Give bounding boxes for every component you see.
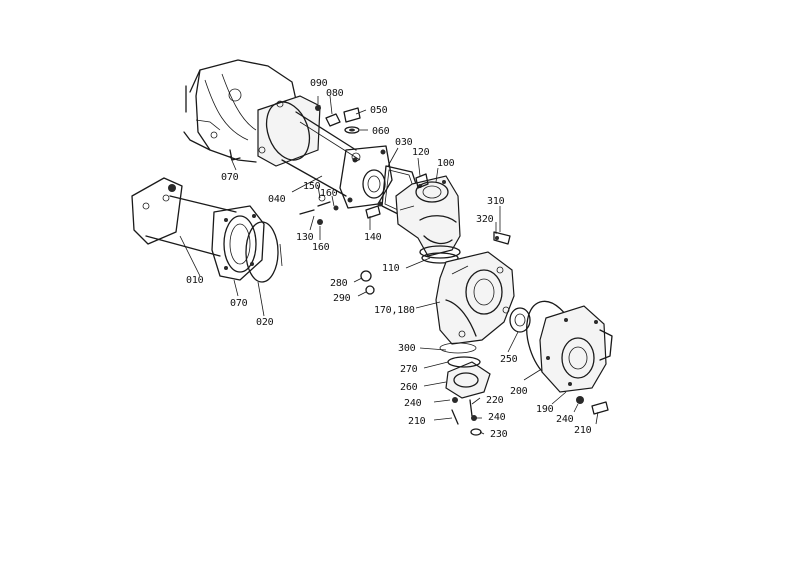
leader-lines bbox=[179, 95, 599, 435]
callout-320: 320 bbox=[476, 214, 494, 225]
callout-240-mid: 240 bbox=[488, 412, 506, 423]
callout-040: 040 bbox=[268, 194, 286, 205]
o-ring-110 bbox=[421, 252, 459, 264]
callout-190: 190 bbox=[536, 404, 554, 415]
callout-070-upper: 070 bbox=[221, 172, 239, 183]
callout-050: 050 bbox=[370, 105, 388, 116]
tube-end-mark bbox=[279, 243, 283, 267]
final-cover-190 bbox=[539, 305, 613, 393]
callouts: 090 080 050 060 030 120 100 070 040 150 … bbox=[186, 78, 592, 440]
callout-020: 020 bbox=[256, 317, 274, 328]
callout-100: 100 bbox=[437, 158, 455, 169]
final-case-170-180 bbox=[435, 251, 515, 345]
bottom-cover-260 bbox=[439, 342, 491, 399]
callout-160-upper: 160 bbox=[320, 188, 338, 199]
callout-230: 230 bbox=[490, 429, 508, 440]
callout-240-left: 240 bbox=[404, 398, 422, 409]
gear-case-100 bbox=[395, 175, 461, 259]
callout-070-lower: 070 bbox=[230, 298, 248, 309]
callout-080: 080 bbox=[326, 88, 344, 99]
callout-280: 280 bbox=[330, 278, 348, 289]
axle-tube-010 bbox=[131, 177, 265, 281]
callout-150: 150 bbox=[303, 181, 321, 192]
callout-250: 250 bbox=[500, 354, 518, 365]
callout-140: 140 bbox=[364, 232, 382, 243]
o-ring-020 bbox=[245, 221, 279, 283]
callout-010: 010 bbox=[186, 275, 204, 286]
callout-130: 130 bbox=[296, 232, 314, 243]
callout-260: 260 bbox=[400, 382, 418, 393]
callout-160-lower: 160 bbox=[312, 242, 330, 253]
oil-seal-250 bbox=[509, 307, 531, 333]
callout-300: 300 bbox=[398, 343, 416, 354]
callout-110: 110 bbox=[382, 263, 400, 274]
callout-270: 270 bbox=[400, 364, 418, 375]
callout-170-180: 170,180 bbox=[374, 305, 415, 316]
callout-060: 060 bbox=[372, 126, 390, 137]
callout-030: 030 bbox=[395, 137, 413, 148]
callout-240-right: 240 bbox=[556, 414, 574, 425]
callout-200: 200 bbox=[510, 386, 528, 397]
callout-310: 310 bbox=[487, 196, 505, 207]
callout-120: 120 bbox=[412, 147, 430, 158]
hardware bbox=[299, 105, 609, 436]
callout-290: 290 bbox=[333, 293, 351, 304]
callout-090: 090 bbox=[310, 78, 328, 89]
callout-210-right: 210 bbox=[574, 425, 592, 436]
axle-tube-040 bbox=[257, 95, 393, 209]
callout-210-left: 210 bbox=[408, 416, 426, 427]
callout-220: 220 bbox=[486, 395, 504, 406]
